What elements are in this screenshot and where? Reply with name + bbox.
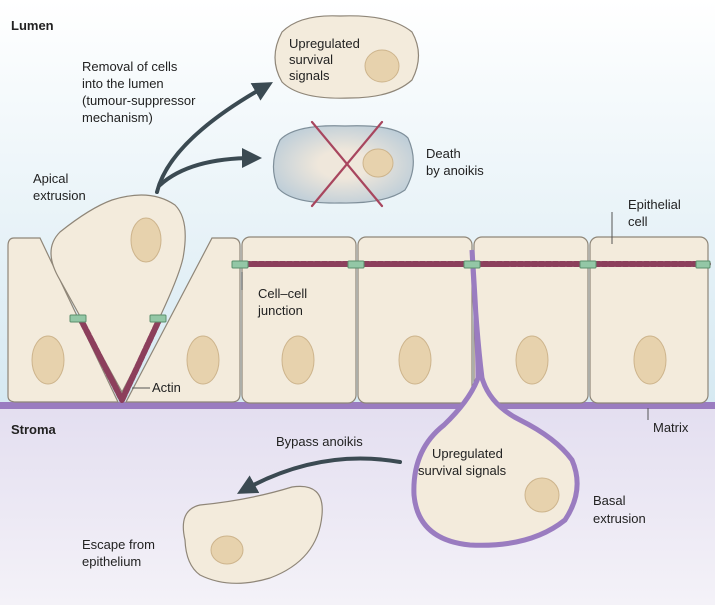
actin-cable	[119, 315, 163, 403]
matrix-layer	[0, 402, 715, 409]
nucleus	[186, 335, 220, 385]
nucleus	[515, 335, 549, 385]
junction-marker	[579, 260, 597, 269]
cell-dying	[272, 125, 414, 204]
junction-marker	[347, 260, 365, 269]
epithelial-label: Epithelial cell	[628, 197, 684, 229]
nucleus	[31, 335, 65, 385]
nuclei	[31, 217, 667, 513]
junction-marker	[463, 260, 481, 269]
arrow-to-death	[158, 148, 262, 187]
death-label: Death by anoikis	[426, 146, 484, 178]
nucleus	[364, 49, 400, 83]
nucleus	[524, 477, 560, 513]
epithelial-layer	[7, 194, 709, 404]
cell-5	[589, 236, 709, 404]
upregulated-bottom-label: Upregulated survival signals	[418, 446, 507, 478]
stroma-label: Stroma	[11, 422, 57, 437]
actin-cable	[77, 315, 125, 403]
matrix-label: Matrix	[653, 420, 689, 435]
nucleus	[130, 217, 162, 263]
junction-marker	[695, 260, 711, 269]
junction-marker	[69, 314, 87, 323]
leader-lines	[132, 212, 649, 420]
escape-label: Escape from epithelium	[82, 537, 159, 569]
nucleus	[633, 335, 667, 385]
upregulated-top-label: Upregulated survival signals	[289, 36, 363, 83]
cell-2	[241, 236, 357, 404]
nucleus	[398, 335, 432, 385]
arrow-bypass-anoikis	[236, 456, 402, 494]
bypass-label: Bypass anoikis	[276, 434, 363, 449]
junction-label: Cell–cell junction	[257, 286, 311, 318]
arrow-to-upregulated	[155, 82, 273, 194]
junctions	[69, 260, 711, 323]
removal-label: Removal of cells into the lumen (tumour-…	[82, 59, 199, 125]
junction-marker	[149, 314, 167, 323]
cell-basal-extruding	[411, 249, 580, 548]
stroma-region	[0, 404, 715, 605]
actin-label: Actin	[152, 380, 181, 395]
cell-3	[357, 236, 473, 404]
basal-label: Basal extrusion	[593, 493, 646, 526]
arrows	[155, 82, 402, 494]
nucleus	[362, 148, 394, 178]
apical-label: Apical extrusion	[33, 171, 86, 203]
cross-icon	[310, 120, 384, 208]
junction-marker	[231, 260, 249, 269]
nucleus	[281, 335, 315, 385]
nucleus	[210, 535, 244, 565]
lumen-label: Lumen	[11, 18, 54, 33]
